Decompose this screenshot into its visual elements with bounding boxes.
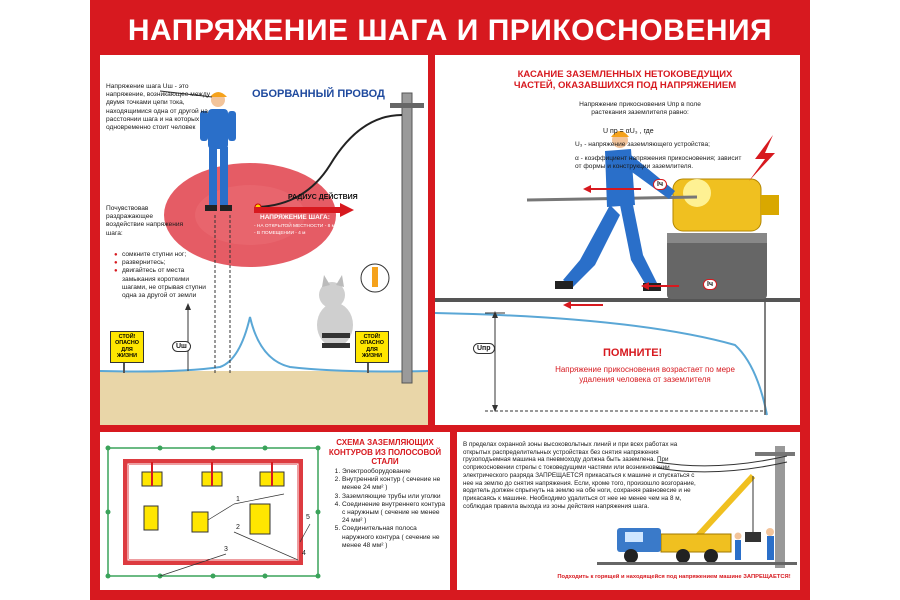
legend-item: Соединение внутреннего контура с наружны… [342,501,446,526]
radius-arrow [254,203,354,217]
current-label-top: Iч [653,179,668,190]
grounding-contour-panel: 1 2 3 4 5 СХЕМА ЗАЗЕМЛЯЮЩИХ КОНТУРОВ ИЗ … [100,432,450,590]
step-voltage-definition: Напряжение шага Uш - это напряжение, воз… [106,83,210,132]
callout-5: 5 [306,514,310,521]
danger-sign-right: СТОЙ! ОПАСНО ДЛЯ ЖИЗНИ [355,331,389,363]
formula: U пр = αU₃ , где [603,128,654,135]
tip-item: двигайтесь от места замыкания короткими … [114,267,212,300]
legend-item: Электрооборудование [342,468,446,476]
contour-legend: Электрооборудование Внутренний контур ( … [332,468,446,550]
broken-wire-label: ОБОРВАННЫЙ ПРОВОД [252,88,385,100]
touch-heading: КАСАНИЕ ЗАЗЕМЛЕННЫХ НЕТОКОВЕДУЩИХ ЧАСТЕЙ… [513,69,737,91]
equipment-4 [143,505,159,531]
tip-item: развернитесь; [114,259,212,267]
callout-4: 4 [302,550,306,557]
power-line [656,455,788,467]
ground [100,371,428,425]
contour-heading: СХЕМА ЗАЗЕМЛЯЮЩИХ КОНТУРОВ ИЗ ПОЛОСОВОЙ … [328,438,442,466]
step-voltage-panel: ОБОРВАННЫЙ ПРОВОД Напряжение шага Uш - э… [100,55,428,425]
legend-item: Соединительная полоса наружного контура … [342,525,446,550]
remember-text: Напряжение прикосновения возрастает по м… [555,365,735,384]
poster-title: НАПРЯЖЕНИЕ ШАГА И ПРИКОСНОВЕНИЯ [127,14,773,47]
step-voltage-label: НАПРЯЖЕНИЕ ШАГА: [260,214,330,221]
legend-item: Заземляющие трубы или уголки [342,493,446,501]
radius-indoor: - В ПОМЕЩЕНИИ - 4 м [254,231,306,236]
poster: НАПРЯЖЕНИЕ ШАГА И ПРИКОСНОВЕНИЯ [90,0,810,600]
radius-open-area: - НА ОТКРЫТОЙ МЕСТНОСТИ - 8 м [254,224,335,229]
ush-label: Uш [172,341,191,352]
crane-safety-panel: В пределах охранной зоны высоковольтных … [457,432,800,590]
pedestal [667,233,767,299]
formula-intro: Напряжение прикосновения Uпр в поле раст… [579,101,701,117]
equipment-6 [249,503,271,535]
potential-curve [100,316,428,373]
current-label-bottom: Iч [703,279,718,290]
u3-definition: U₃ - напряжение заземляющего устройства; [575,141,710,148]
spark-flash [683,179,711,207]
power-pole [775,446,785,568]
crane-warning: Подходить к горящей и находящейся под на… [557,574,791,580]
lightning-icon [749,135,775,181]
callout-3: 3 [224,546,228,553]
floor-line [435,298,800,302]
radius-label: РАДИУС ДЕЙСТВИЯ [288,194,358,201]
utility-pole [401,92,413,384]
legend-item: Внутренний контур ( сечение не менее 24 … [342,476,446,492]
grounding-contour-diagram [105,445,321,579]
broken-wire [257,114,403,208]
cat-illustration [317,275,353,348]
step-voltage-tips: сомкните ступни ног; развернитесь; двига… [114,251,212,300]
touch-voltage-panel: КАСАНИЕ ЗАЗЕМЛЕННЫХ НЕТОКОВЕДУЩИХ ЧАСТЕЙ… [435,55,800,425]
equipment-5 [191,511,209,533]
step-voltage-illustration [100,90,428,425]
upr-label: Uпр [473,343,495,354]
remember-heading: ПОМНИТЕ! [603,347,663,359]
worker-figure [200,92,236,211]
danger-sign-left: СТОЙ! ОПАСНО ДЛЯ ЖИЗНИ [110,331,144,363]
crane-instructions: В пределах охранной зоны высоковольтных … [463,441,696,510]
crane-illustration [597,446,797,568]
alpha-definition: α - коэффициент напряжения прикосновения… [575,155,742,171]
callout-2: 2 [236,524,240,531]
tip-item: сомкните ступни ног; [114,251,212,259]
potential-curve [435,312,768,416]
touch-voltage-illustration [435,131,800,416]
crane-truck-body [660,533,732,553]
sensation-intro: Почувствовав раздражающее воздействие на… [106,205,184,237]
callout-1: 1 [236,496,240,503]
